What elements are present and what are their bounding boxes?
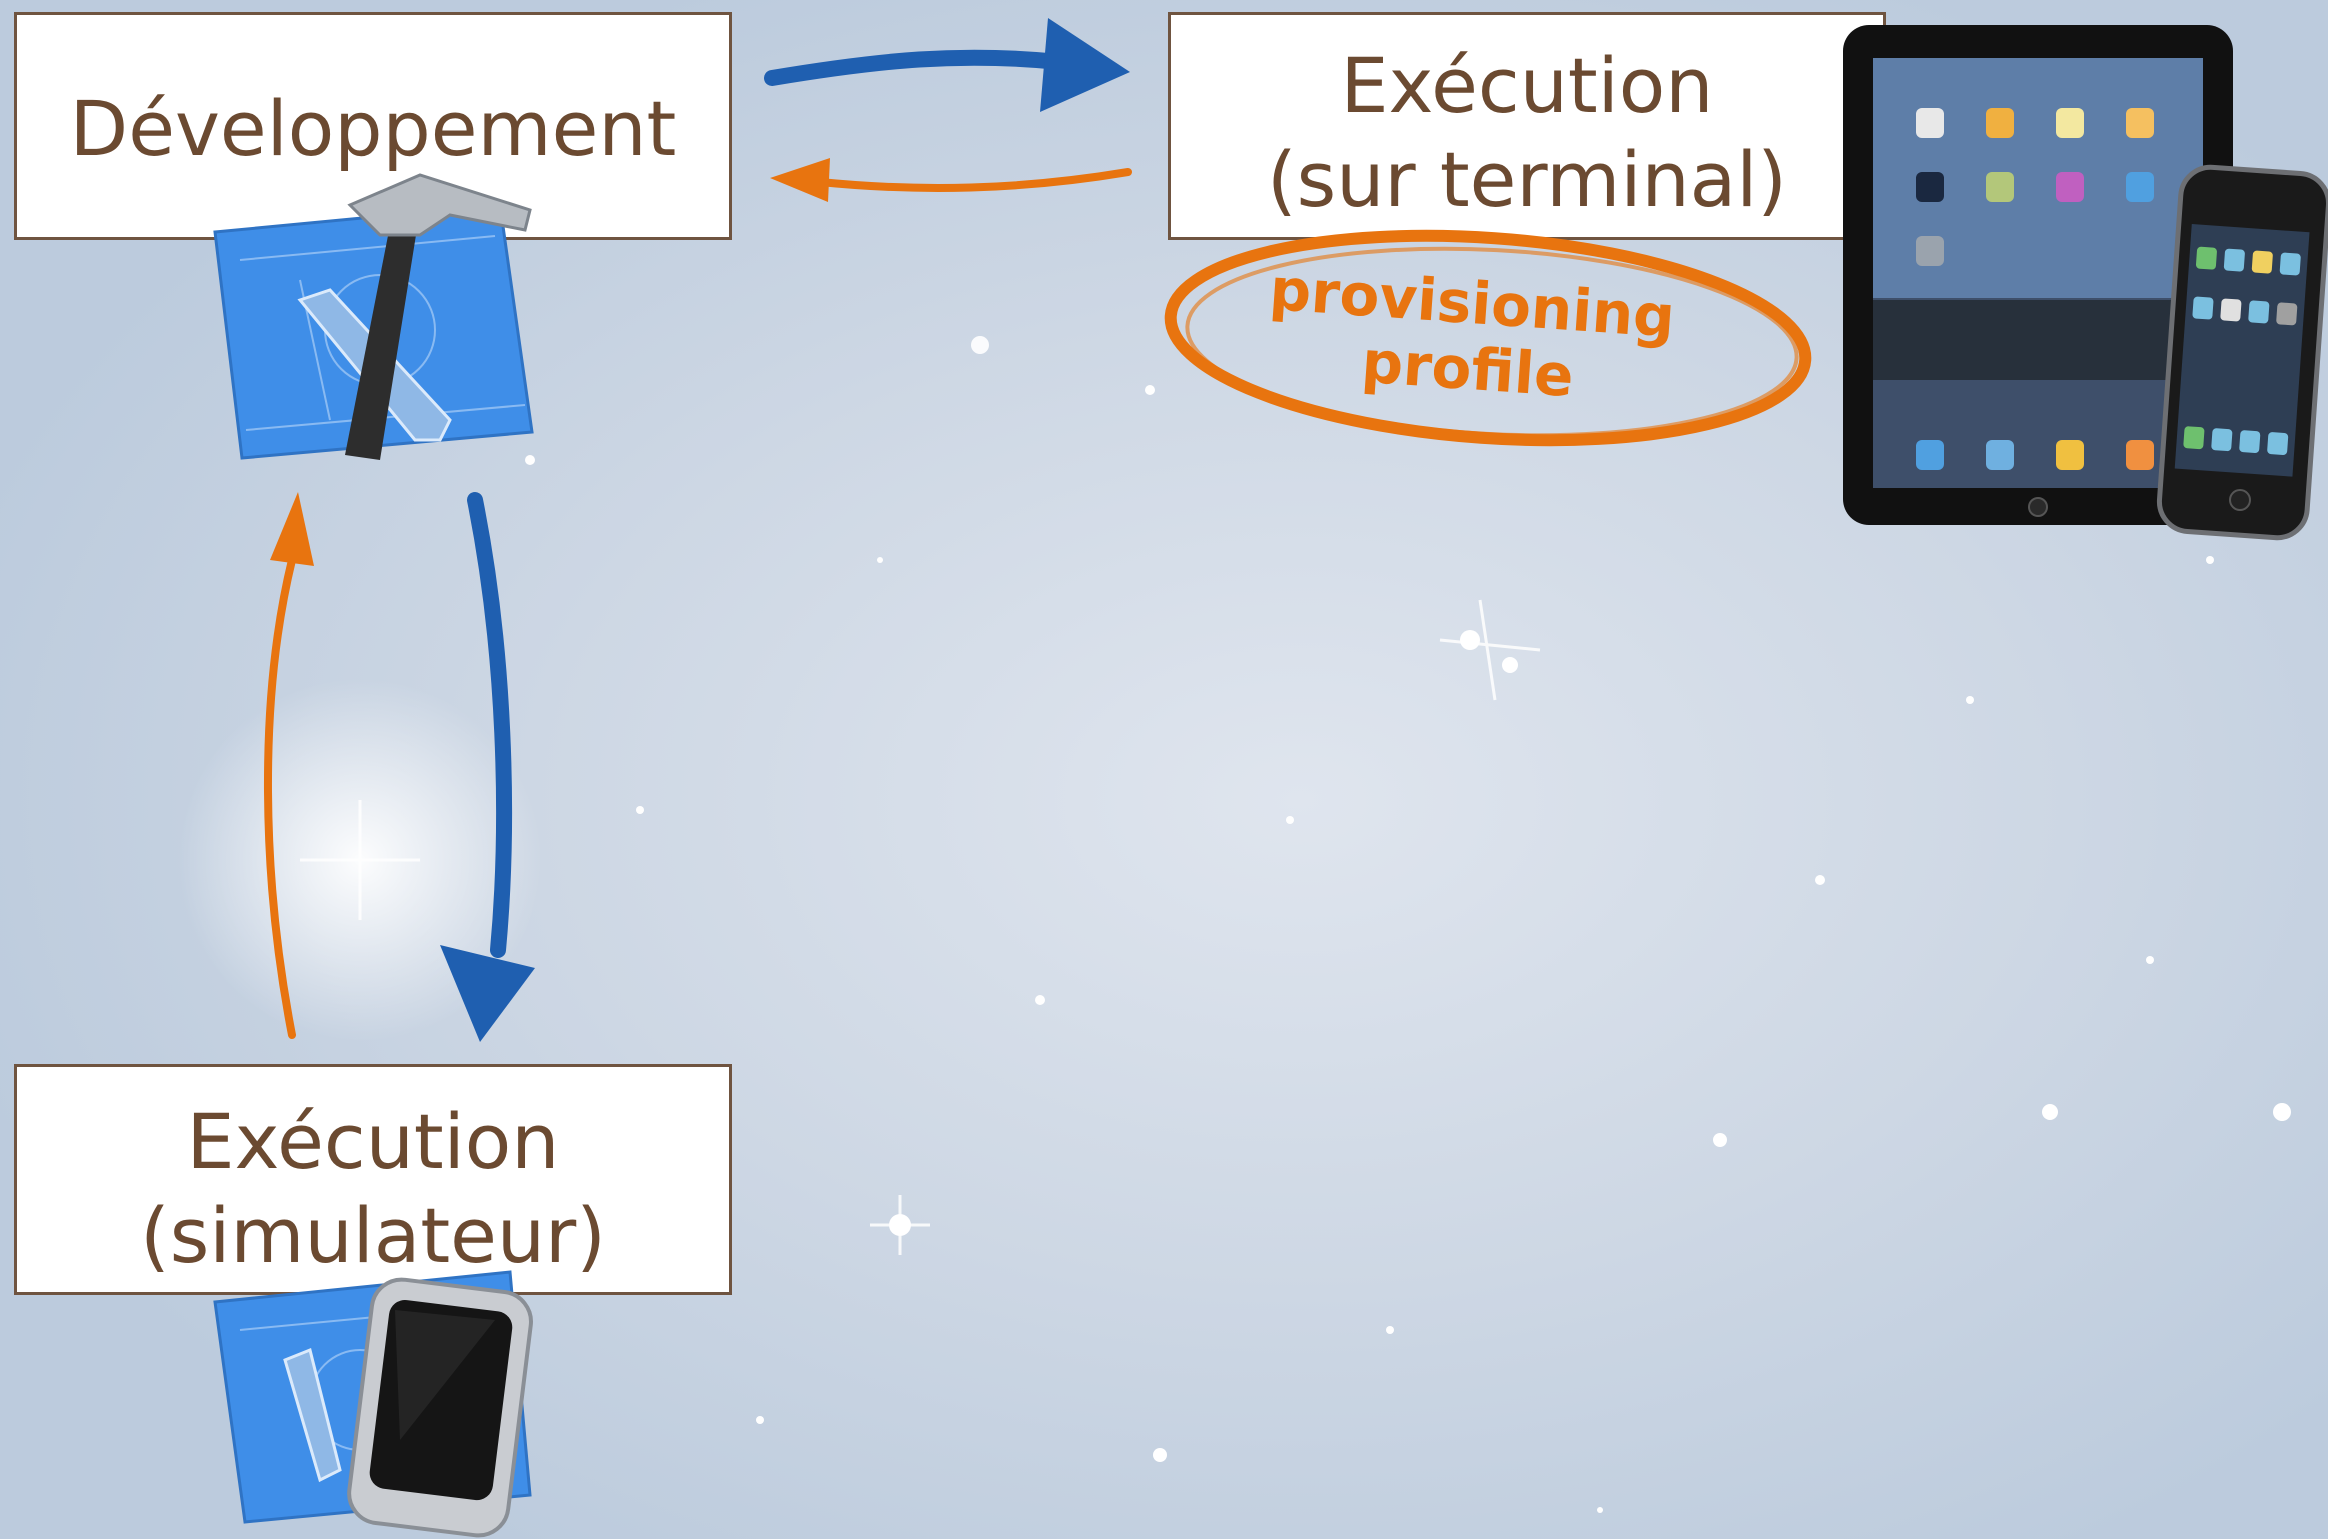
arrow-device-to-dev [770, 158, 1132, 202]
device-execution-title: Exécution [1340, 41, 1714, 130]
development-label: Développement [69, 84, 677, 173]
simulator-execution-title: Exécution [186, 1097, 560, 1186]
iphone-icon [2156, 164, 2328, 541]
hammer-icon [345, 173, 532, 460]
device-execution-subtitle: (sur terminal) [1267, 135, 1787, 224]
simulator-phone-icon [347, 1277, 533, 1538]
arrow-dev-to-simulator [440, 492, 535, 1042]
arrow-simulator-to-dev [264, 492, 314, 1039]
provisioning-stamp [1164, 229, 1812, 447]
device-execution-box: Exécution (sur terminal) [1168, 12, 1886, 240]
simulator-execution-subtitle: (simulateur) [140, 1191, 606, 1280]
arrow-dev-to-device [764, 18, 1130, 112]
ipad-icon [1843, 25, 2233, 525]
